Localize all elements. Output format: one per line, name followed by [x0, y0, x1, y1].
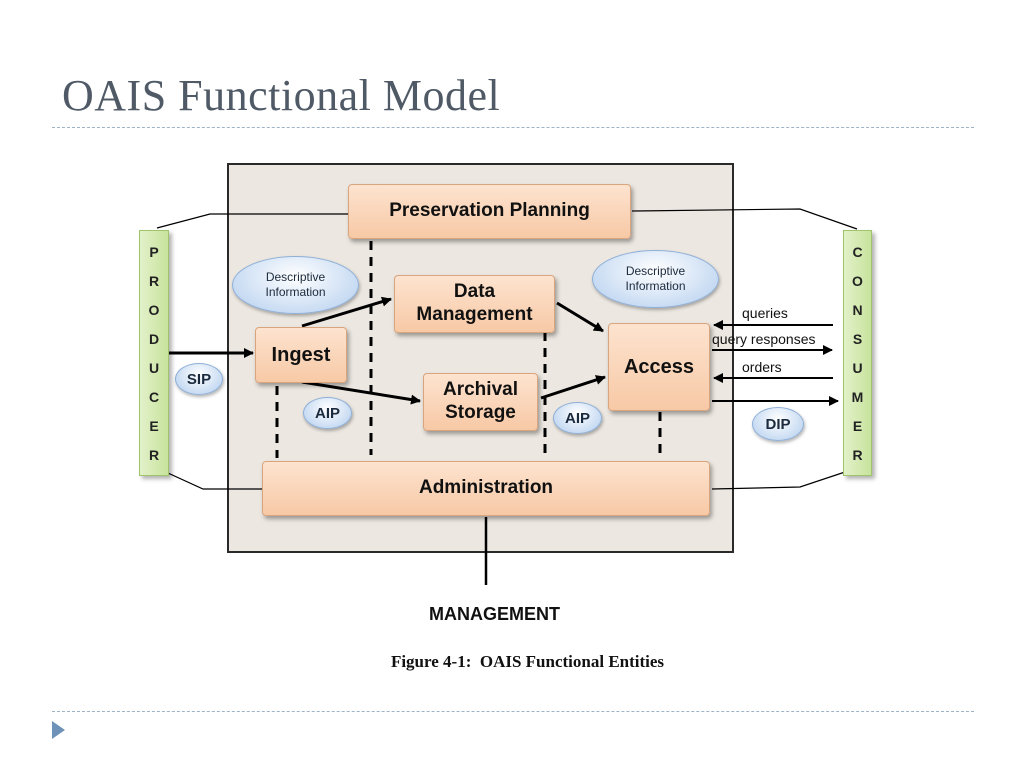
data-management-box: Data Management	[394, 275, 555, 333]
archival-storage-box: Archival Storage	[423, 373, 538, 431]
orders-label: orders	[742, 359, 782, 375]
producer-letter: D	[148, 330, 160, 347]
queries-label: queries	[742, 305, 788, 321]
producer-letter: P	[149, 243, 159, 260]
management-label: MANAGEMENT	[429, 604, 560, 624]
access-label: Access	[623, 356, 695, 378]
next-slide-arrow-icon[interactable]	[52, 721, 65, 739]
producer-letter: R	[148, 446, 160, 463]
consumer-letter: S	[852, 330, 863, 347]
data-management-label-line1: Data	[453, 281, 496, 303]
preservation-planning-box: Preservation Planning	[348, 184, 631, 239]
administration-box: Administration	[262, 461, 710, 516]
consumer-letter: U	[852, 359, 863, 376]
consumer-letter: O	[852, 272, 863, 289]
preservation-planning-label: Preservation Planning	[389, 200, 590, 222]
consumer-letter: E	[852, 417, 863, 434]
aip-right-oval: AIP	[553, 402, 602, 434]
consumer-bar: C O N S U M E R	[843, 230, 872, 476]
consumer-letter: M	[851, 388, 864, 405]
title-divider	[52, 127, 974, 128]
dip-oval: DIP	[752, 407, 804, 441]
ingest-label: Ingest	[271, 344, 331, 366]
administration-label: Administration	[418, 477, 554, 499]
producer-bar: P R O D U C E R	[139, 230, 169, 476]
consumer-letter: C	[852, 243, 863, 260]
consumer-letter: N	[852, 301, 863, 318]
consumer-letter: R	[852, 446, 863, 463]
archival-storage-label-line1: Archival	[443, 379, 518, 401]
producer-letter: R	[148, 272, 160, 289]
footer-divider	[52, 711, 974, 712]
ingest-box: Ingest	[255, 327, 347, 383]
producer-letter: E	[149, 417, 159, 434]
access-box: Access	[608, 323, 710, 411]
data-management-label-line2: Management	[416, 304, 533, 325]
producer-letter: U	[148, 359, 160, 376]
descriptive-information-right-oval: Descriptive Information	[592, 250, 719, 308]
descriptive-information-left-oval: Descriptive Information	[232, 256, 359, 314]
producer-letter: O	[148, 301, 160, 318]
archival-storage-label-line2: Storage	[445, 402, 516, 423]
aip-left-oval: AIP	[303, 397, 352, 429]
producer-letter: C	[148, 388, 160, 405]
query-responses-label: query responses	[712, 331, 816, 347]
slide-title: OAIS Functional Model	[62, 71, 501, 120]
figure-caption: Figure 4-1: OAIS Functional Entities	[390, 652, 665, 671]
sip-oval: SIP	[175, 363, 223, 395]
